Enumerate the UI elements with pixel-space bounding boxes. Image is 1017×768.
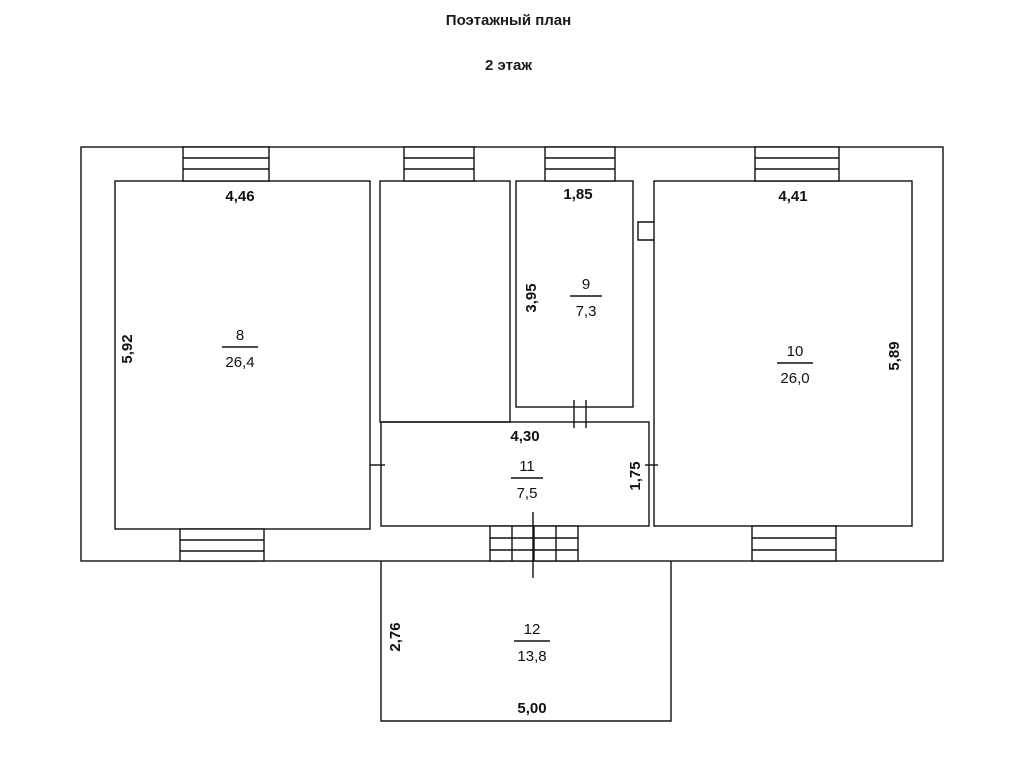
window-bottom-3	[751, 525, 837, 562]
wall-niche	[637, 221, 654, 241]
window-top-1	[182, 146, 270, 182]
dim-room8-length: 5,92	[119, 334, 136, 363]
room-8-number: 8	[236, 327, 244, 344]
window-bottom-2	[489, 525, 579, 562]
room-10-area: 26,0	[780, 370, 809, 387]
dim-room9-length: 3,95	[523, 283, 540, 312]
dim-room9-width: 1,85	[563, 186, 592, 203]
room-9-number: 9	[582, 276, 590, 293]
window-top-3	[544, 146, 616, 182]
floor-label: 2 этаж	[485, 57, 532, 74]
room-12-number: 12	[524, 621, 541, 638]
dim-room11-width: 4,30	[510, 428, 539, 445]
window-bottom-1	[179, 528, 265, 562]
room-11-number: 11	[519, 458, 535, 475]
room-12-area: 13,8	[517, 648, 546, 665]
room-9-area: 7,3	[576, 303, 597, 320]
dim-room11-length: 1,75	[627, 461, 644, 490]
dim-room12-width: 5,00	[517, 700, 546, 717]
room-8-label: 8 26,4	[222, 327, 258, 371]
room-12-label: 12 13,8	[514, 621, 550, 665]
corridor	[379, 180, 511, 423]
window-top-4	[754, 146, 840, 182]
window-top-2	[403, 146, 475, 182]
plan-title: Поэтажный план	[445, 12, 572, 29]
dim-room12-length: 2,76	[387, 622, 404, 651]
room-12	[380, 561, 672, 722]
dim-room10-length: 5,89	[886, 341, 903, 370]
room-10	[653, 180, 913, 527]
room-9-label: 9 7,3	[570, 276, 602, 320]
room-11-area: 7,5	[517, 485, 538, 502]
dim-room8-width: 4,46	[225, 188, 254, 205]
outer-wall	[80, 146, 944, 562]
room-10-label: 10 26,0	[777, 343, 813, 387]
room-10-number: 10	[787, 343, 804, 360]
dim-room10-width: 4,41	[778, 188, 807, 205]
room-11-label: 11 7,5	[511, 458, 543, 502]
room-8-area: 26,4	[225, 354, 254, 371]
